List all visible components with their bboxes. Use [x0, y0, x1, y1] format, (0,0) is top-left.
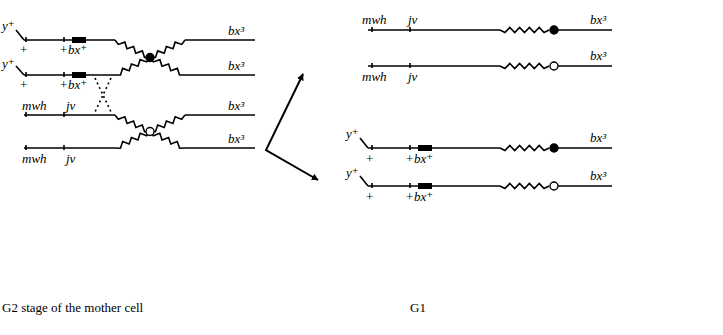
marker-plus: + [20, 42, 27, 57]
gene-label: y⁺ [2, 18, 15, 33]
panel-caption: G2 stage of the mother cell [2, 300, 143, 315]
locus-tick [63, 145, 65, 150]
gene-label: jv [408, 12, 417, 27]
heterochromatin [115, 58, 150, 76]
chromatid-tip [360, 138, 368, 148]
locus-tick [371, 63, 373, 68]
heterochromatin [500, 64, 549, 69]
heterochromatin [500, 28, 549, 33]
chromosome [558, 65, 612, 67]
crossover [95, 78, 111, 112]
chromatid [24, 114, 115, 116]
centromere [146, 128, 154, 136]
centromere [550, 62, 558, 70]
chromosome [558, 29, 612, 31]
centromere [550, 26, 558, 34]
locus-tick [371, 27, 373, 32]
centromere [550, 144, 558, 152]
locus-tick [371, 145, 373, 150]
gene-label: y⁺ [346, 126, 359, 141]
heterochromatin [150, 40, 185, 58]
locus-tick [409, 63, 411, 68]
gene-label: jv [66, 98, 75, 113]
chromatid [24, 39, 115, 41]
chromatid [185, 39, 255, 41]
segregation-arrow [266, 74, 318, 180]
centromere [146, 54, 154, 62]
gene-label: bx³ [228, 58, 244, 73]
marker-plus: + [60, 42, 67, 57]
marker-plus: + [366, 151, 373, 166]
arrow-head [270, 152, 318, 180]
chromatid [24, 74, 115, 76]
gene-label: bx³ [590, 130, 606, 145]
chromosome [558, 185, 612, 187]
gene-label: mwh [22, 98, 47, 113]
gene-label: bx³ [228, 23, 244, 38]
chromosome [368, 185, 500, 187]
chromatid [185, 147, 255, 149]
chromatid-tip [16, 30, 24, 40]
gene-label: jv [66, 151, 75, 166]
gene-label: bx³ [590, 48, 606, 63]
chromatid [185, 114, 255, 116]
chromosome [368, 65, 500, 67]
locus-tick [25, 145, 27, 150]
heterochromatin [150, 115, 185, 132]
chromosome [558, 147, 612, 149]
locus-tick [25, 72, 27, 77]
heterochromatin [500, 146, 549, 151]
heterochromatin [115, 115, 150, 132]
arrow-head [270, 74, 303, 142]
gene-label: jv [408, 69, 417, 84]
gene-label: mwh [362, 69, 387, 84]
locus-tick [371, 183, 373, 188]
marker-plus: + [406, 189, 413, 204]
gene-label: bx⁺ [68, 77, 87, 92]
gene-label: mwh [362, 12, 387, 27]
gene-label: bx³ [228, 131, 244, 146]
gene-label: y⁺ [346, 165, 359, 180]
heterochromatin [115, 40, 150, 58]
marker-plus: + [60, 77, 67, 92]
heterochromatin [150, 58, 185, 76]
chromatid [185, 74, 255, 76]
locus-tick [63, 37, 65, 42]
chromatid-tip [16, 66, 24, 75]
bx-locus [418, 183, 432, 189]
locus-tick [63, 112, 65, 117]
gene-label: bx⁺ [68, 42, 87, 57]
gene-label: y⁺ [2, 56, 15, 71]
heterochromatin [500, 184, 549, 189]
locus-tick [25, 37, 27, 42]
marker-plus: + [20, 77, 27, 92]
panel-caption: G1 [410, 300, 426, 315]
heterochromatin [115, 132, 150, 149]
gene-label: bx⁺ [414, 151, 433, 166]
locus-tick [409, 27, 411, 32]
marker-plus: + [366, 189, 373, 204]
chromosome [368, 147, 500, 149]
crossover [95, 78, 111, 112]
locus-tick [409, 145, 411, 150]
centromere [550, 182, 558, 190]
marker-plus: + [406, 151, 413, 166]
heterochromatin [150, 132, 185, 149]
gene-label: bx³ [590, 168, 606, 183]
locus-tick [63, 72, 65, 77]
bx-locus [418, 145, 432, 151]
gene-label: bx³ [228, 98, 244, 113]
gene-label: mwh [22, 151, 47, 166]
gene-label: bx³ [590, 12, 606, 27]
chromatid [24, 147, 115, 149]
chromatid-tip [360, 176, 368, 186]
chromosome [368, 29, 500, 31]
locus-tick [409, 183, 411, 188]
gene-label: bx⁺ [414, 189, 433, 204]
